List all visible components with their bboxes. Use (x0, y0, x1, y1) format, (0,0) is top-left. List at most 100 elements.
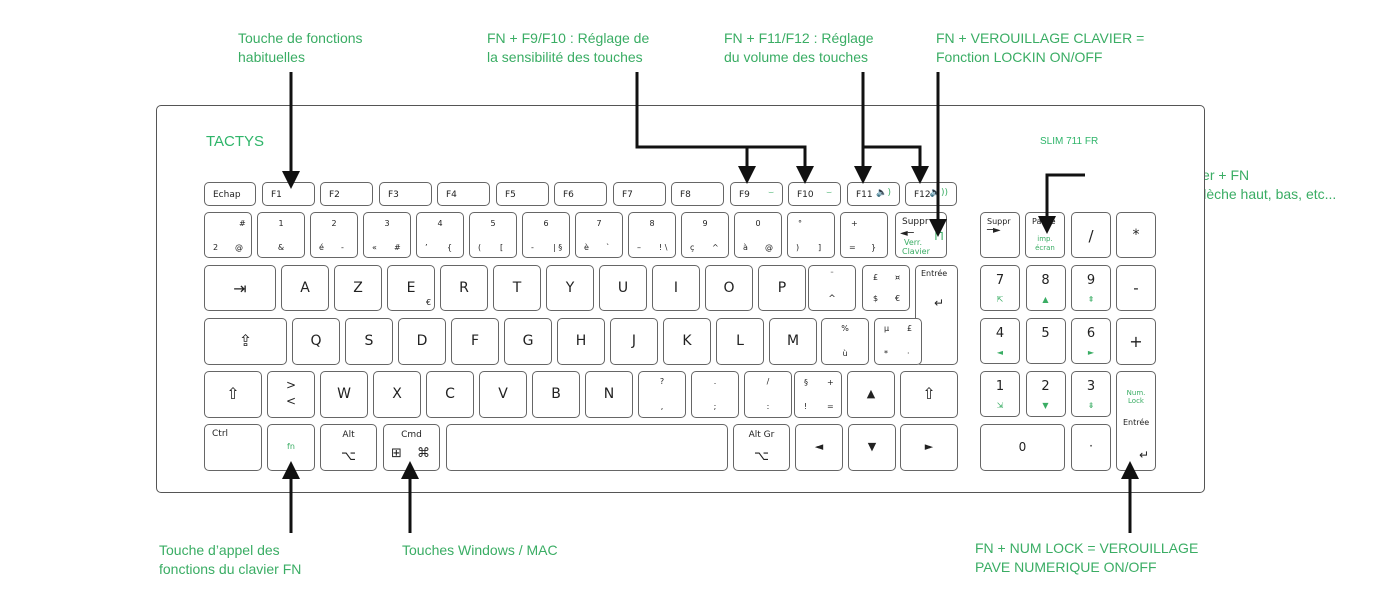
letter-key-c[interactable]: C (426, 371, 474, 418)
function-key-echap[interactable]: Echap (204, 182, 256, 206)
arrow-down-key[interactable]: ▼ (848, 424, 896, 471)
number-row-key[interactable]: #2@ (204, 212, 252, 258)
letter-key-m[interactable]: M (769, 318, 817, 365)
numpad-multiply-key[interactable]: * (1116, 212, 1156, 258)
letter-key-i[interactable]: I (652, 265, 700, 311)
number-row-key[interactable]: 8–! \ (628, 212, 676, 258)
letter-key-t[interactable]: T (493, 265, 541, 311)
letter-key-v[interactable]: V (479, 371, 527, 418)
function-key-f12[interactable]: F12🔈)) (905, 182, 957, 206)
arrow-left-key[interactable]: ◄ (795, 424, 843, 471)
letter-key-r[interactable]: R (440, 265, 488, 311)
letter-key-n[interactable]: N (585, 371, 633, 418)
numpad-plus-key[interactable]: + (1116, 318, 1156, 365)
tab-key[interactable]: ⇥ (204, 265, 276, 311)
letter-key-o[interactable]: O (705, 265, 753, 311)
letter-key-j[interactable]: J (610, 318, 658, 365)
space-bar[interactable] (446, 424, 728, 471)
numpad-divide-key[interactable]: / (1071, 212, 1111, 258)
function-key-f11[interactable]: F11🔈) (847, 182, 900, 206)
letter-key-g[interactable]: G (504, 318, 552, 365)
function-key-f7[interactable]: F7 (613, 182, 666, 206)
angle-bracket-key[interactable]: > < (267, 371, 315, 418)
numpad-key-9[interactable]: 9⇞ (1071, 265, 1111, 311)
ctrl-key[interactable]: Ctrl (204, 424, 262, 471)
numpad-suppr-key[interactable]: Suppr ─► (980, 212, 1020, 258)
arrow-left-icon: ◄ (814, 440, 824, 453)
enter-key[interactable]: Entrée ↵ (915, 265, 958, 365)
alt-gr-key[interactable]: Alt Gr ⌥ (733, 424, 790, 471)
function-key-f8[interactable]: F8 (671, 182, 724, 206)
letter-key-w[interactable]: W (320, 371, 368, 418)
letter-key-a[interactable]: A (281, 265, 329, 311)
left-shift-key[interactable]: ⇧ (204, 371, 262, 418)
numpad-key-6[interactable]: 6► (1071, 318, 1111, 364)
letter-key-d[interactable]: D (398, 318, 446, 365)
mu-key[interactable]: µ £ * · (874, 318, 922, 365)
numpad-dot-key[interactable]: · (1071, 424, 1111, 471)
numpad-key-8[interactable]: 8▲ (1025, 265, 1066, 311)
sensitivity-icon: ⌣ (826, 188, 832, 198)
function-key-f1[interactable]: F1 (262, 182, 315, 206)
function-key-f6[interactable]: F6 (554, 182, 607, 206)
letter-key-e[interactable]: E€ (387, 265, 435, 311)
letter-key-p[interactable]: P (758, 265, 806, 311)
function-key-f4[interactable]: F4 (437, 182, 490, 206)
fn-key[interactable]: fn (267, 424, 315, 471)
cmd-key[interactable]: Cmd ⊞ ⌘ (383, 424, 440, 471)
alt-key[interactable]: Alt ⌥ (320, 424, 377, 471)
letter-key-q[interactable]: Q (292, 318, 340, 365)
function-key-f2[interactable]: F2 (320, 182, 373, 206)
suppr-lock-key[interactable]: Suppr ◄─ Verr. Clavier ⊓ (895, 212, 947, 258)
letter-key-f[interactable]: F (451, 318, 499, 365)
numpad-key-2[interactable]: 2▼ (1025, 371, 1066, 417)
arrow-right-key[interactable]: ► (900, 424, 958, 471)
number-row-key[interactable]: 3«# (363, 212, 411, 258)
number-row-key[interactable]: +=} (840, 212, 888, 258)
right-shift-key[interactable]: ⇧ (900, 371, 958, 418)
numpad-key-5[interactable]: 5 (1025, 318, 1066, 364)
letter-key-u[interactable]: U (599, 265, 647, 311)
punctuation-key[interactable]: /: (744, 371, 792, 418)
ctrl-label: Ctrl (212, 429, 229, 439)
number-row-key[interactable]: °)] (787, 212, 835, 258)
letter-key-s[interactable]: S (345, 318, 393, 365)
section-key[interactable]: § + ! = (794, 371, 842, 418)
letter-key-x[interactable]: X (373, 371, 421, 418)
punctuation-key[interactable]: ?, (638, 371, 686, 418)
number-row-key[interactable]: 6-| § (522, 212, 570, 258)
percent-key[interactable]: % ù (821, 318, 869, 365)
function-key-f3[interactable]: F3 (379, 182, 432, 206)
key-top-char: 2 (331, 219, 337, 228)
dollar-key[interactable]: £ ¤ $ € (862, 265, 910, 311)
letter-key-l[interactable]: L (716, 318, 764, 365)
function-key-f10[interactable]: F10⌣ (788, 182, 841, 206)
letter-key-k[interactable]: K (663, 318, 711, 365)
letter-key-h[interactable]: H (557, 318, 605, 365)
number-row-key[interactable]: 1& (257, 212, 305, 258)
letter-key-y[interactable]: Y (546, 265, 594, 311)
caps-lock-key[interactable]: ⇪ (204, 318, 287, 365)
arrow-up-key[interactable]: ▲ (847, 371, 895, 418)
key-letter: A (300, 280, 310, 296)
numpad-key-1[interactable]: 1⇲ (980, 371, 1020, 417)
function-key-f9[interactable]: F9⌣ (730, 182, 783, 206)
numpad-key-4[interactable]: 4◄ (980, 318, 1020, 364)
pause-key[interactable]: Pause imp. écran (1025, 212, 1065, 258)
punctuation-key[interactable]: .; (691, 371, 739, 418)
numpad-key-7[interactable]: 7⇱ (980, 265, 1020, 311)
letter-key-b[interactable]: B (532, 371, 580, 418)
function-key-f5[interactable]: F5 (496, 182, 549, 206)
letter-key-z[interactable]: Z (334, 265, 382, 311)
number-row-key[interactable]: 4’{ (416, 212, 464, 258)
numpad-numlock-enter-key[interactable]: Num. Lock Entrée ↵ (1116, 371, 1156, 471)
numpad-key-3[interactable]: 3⇟ (1071, 371, 1111, 417)
caret-key[interactable]: ¨ ^ (808, 265, 856, 311)
number-row-key[interactable]: 5([ (469, 212, 517, 258)
numpad-zero-key[interactable]: 0 (980, 424, 1065, 471)
numpad-minus-key[interactable]: - (1116, 265, 1156, 311)
